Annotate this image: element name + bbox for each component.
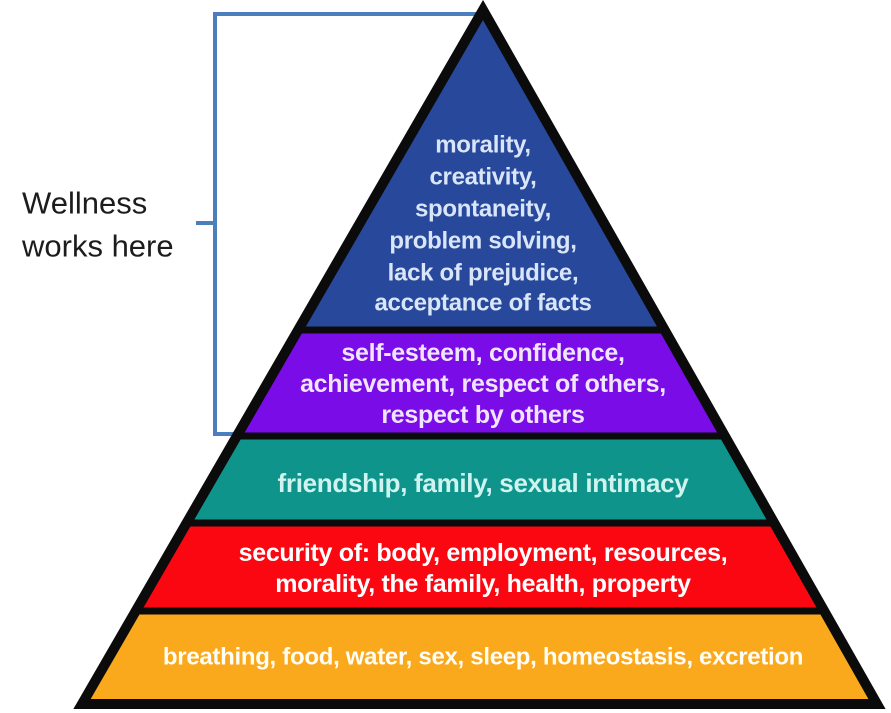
- level-1-text-line: morality,: [435, 132, 531, 159]
- level-3-text-line: friendship, family, sexual intimacy: [278, 468, 690, 498]
- wellness-bracket: [196, 12, 481, 436]
- level-2-text-line: achievement, respect of others,: [300, 370, 666, 398]
- level-5-text-line: breathing, food, water, sex, sleep, home…: [163, 644, 803, 671]
- wellness-label-line-1: Wellness: [22, 186, 147, 221]
- level-1-text-line: spontaneity,: [415, 196, 551, 223]
- wellness-label-line-2: works here: [21, 229, 174, 264]
- level-1-text-line: acceptance of facts: [374, 290, 591, 317]
- level-1-text-line: lack of prejudice,: [388, 260, 579, 287]
- level-1-text-line: problem solving,: [389, 228, 576, 255]
- pyramid-outline: [73, 0, 886, 709]
- level-1-text-line: creativity,: [430, 164, 537, 191]
- level-2-text-line: self-esteem, confidence,: [341, 339, 624, 367]
- level-4-text-line: security of: body, employment, resources…: [239, 539, 728, 567]
- level-2-text-line: respect by others: [381, 401, 584, 429]
- level-4-text-line: morality, the family, health, property: [275, 570, 691, 598]
